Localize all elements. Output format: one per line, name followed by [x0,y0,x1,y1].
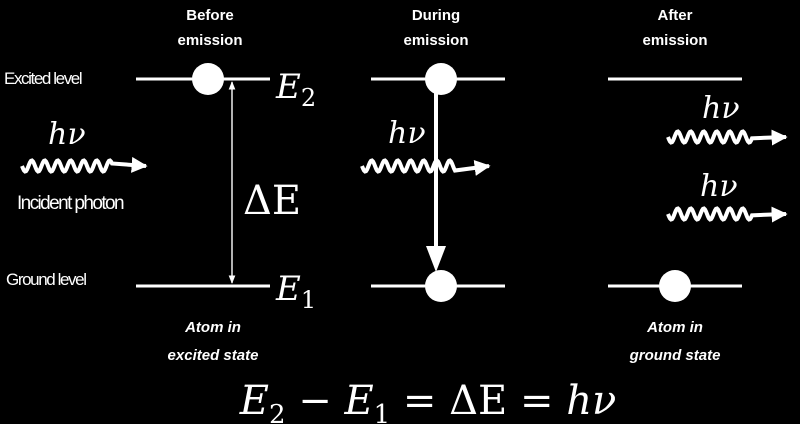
upper-energy-symbol: E2 [275,67,316,112]
excited-level-label: Excited level [4,69,82,88]
incident-photon-label: Incident photon [17,193,124,214]
electron-dot-icon [192,63,224,95]
wavy-photon-arrow-icon [20,156,148,174]
header-before-line1: Before [186,7,234,24]
energy-equation: E2 − E1 = ΔE = hν [239,378,617,424]
header-before-line2: emission [177,32,242,49]
emitted-photon-symbol-1: hν [702,91,740,126]
wavy-photon-arrow-icon [360,158,491,176]
wavy-photon-arrow-icon [666,206,788,223]
lower-energy-symbol: E1 [275,269,316,314]
header-after-line1: After [657,7,692,24]
during-photon-symbol: hν [388,116,426,151]
excited-state-caption-line2: excited state [168,347,259,364]
electron-dot-icon [425,63,457,95]
energy-gap-symbol: ΔE [243,178,301,224]
header-during-line2: emission [403,32,468,49]
incident-photon-symbol: hν [48,117,86,152]
excited-state-caption-line1: Atom in [184,319,241,336]
ground-state-caption-line1: Atom in [646,319,703,336]
header-during-line1: During [412,7,460,24]
downward-transition-arrow-icon [426,86,446,272]
ground-level-label: Ground level [6,270,86,289]
emitted-photon-symbol-2: hν [700,169,738,204]
wavy-photon-arrow-icon [666,129,788,146]
electron-dot-icon [659,270,691,302]
header-after-line2: emission [642,32,707,49]
electron-dot-icon [425,270,457,302]
ground-state-caption-line2: ground state [629,347,721,364]
